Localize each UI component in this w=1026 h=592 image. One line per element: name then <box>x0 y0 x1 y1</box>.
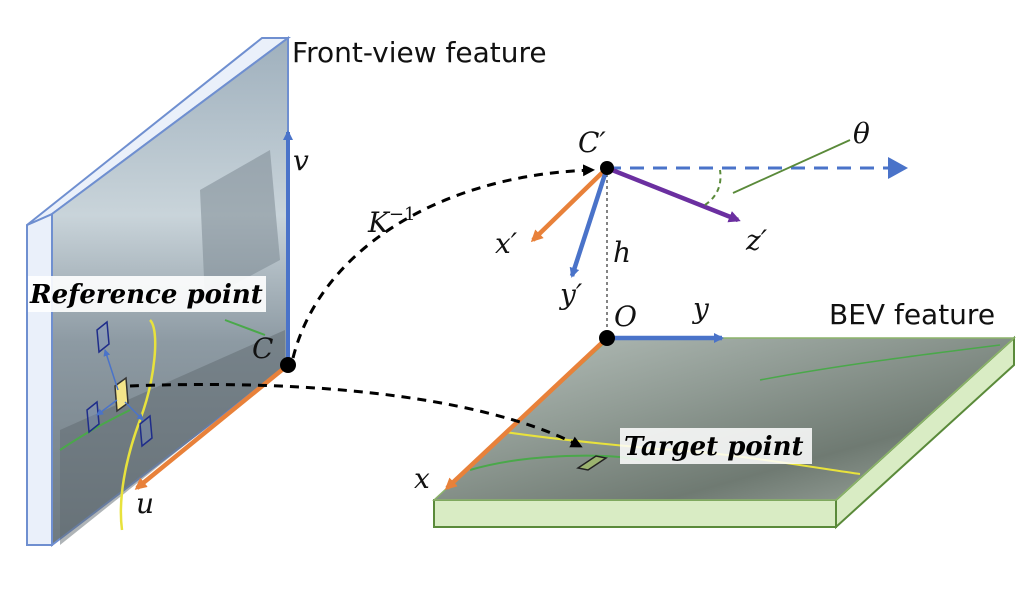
z-prime-axis <box>606 165 741 223</box>
point-o <box>599 330 615 346</box>
bev-front-face <box>433 499 837 528</box>
point-c-prime <box>600 161 614 175</box>
offset-arrow-2 <box>96 399 118 416</box>
h-label: h <box>613 236 631 269</box>
point-c <box>280 357 296 373</box>
lane-line-green <box>59 409 131 451</box>
reference-point-label-bg <box>28 276 266 312</box>
projection-arrow <box>129 382 583 448</box>
front-view-side <box>26 212 53 546</box>
target-point-label: Target point <box>624 432 804 462</box>
c-prime-label: C′ <box>578 126 606 159</box>
z-prime-label: z′ <box>745 224 768 257</box>
c-label: C <box>252 332 273 365</box>
horizontal-reference-arrowhead <box>888 157 908 179</box>
bev-lane-green-2 <box>759 344 1001 381</box>
reference-point-group <box>86 320 153 448</box>
x-label: x <box>414 462 430 495</box>
lane-line-green-2 <box>224 319 266 336</box>
k-inverse-exponent: −1 <box>389 204 416 225</box>
bev-panel <box>432 335 1016 530</box>
u-label: u <box>136 487 154 520</box>
front-view-title: Front-view feature <box>292 36 547 69</box>
y-prime-label: y′ <box>558 278 583 311</box>
o-label: O <box>614 300 637 333</box>
x-prime-label: x′ <box>495 227 518 260</box>
k-inverse-label: K−1 <box>367 204 415 239</box>
y-prime-axis <box>569 167 610 278</box>
target-point-marker <box>576 455 608 471</box>
sampling-offset-box-3 <box>139 414 153 448</box>
offset-arrow-1 <box>103 349 119 391</box>
target-point-label-bg <box>620 428 812 464</box>
v-label: v <box>293 144 309 177</box>
k-inverse-arrow <box>291 164 595 359</box>
reference-point-label: Reference point <box>29 280 263 310</box>
sampling-offset-box-1 <box>96 320 110 354</box>
x-axis <box>444 336 609 491</box>
offset-arrow-3 <box>124 401 144 421</box>
sampling-offset-box-2 <box>86 400 100 434</box>
x-prime-axis <box>530 166 609 243</box>
front-view-building <box>200 150 280 300</box>
theta-leader <box>732 139 851 194</box>
theta-arc <box>704 169 722 206</box>
theta-label: θ <box>853 117 870 150</box>
bev-title: BEV feature <box>829 298 995 331</box>
y-label: y <box>691 292 710 325</box>
k-inverse-base: K <box>367 206 391 239</box>
